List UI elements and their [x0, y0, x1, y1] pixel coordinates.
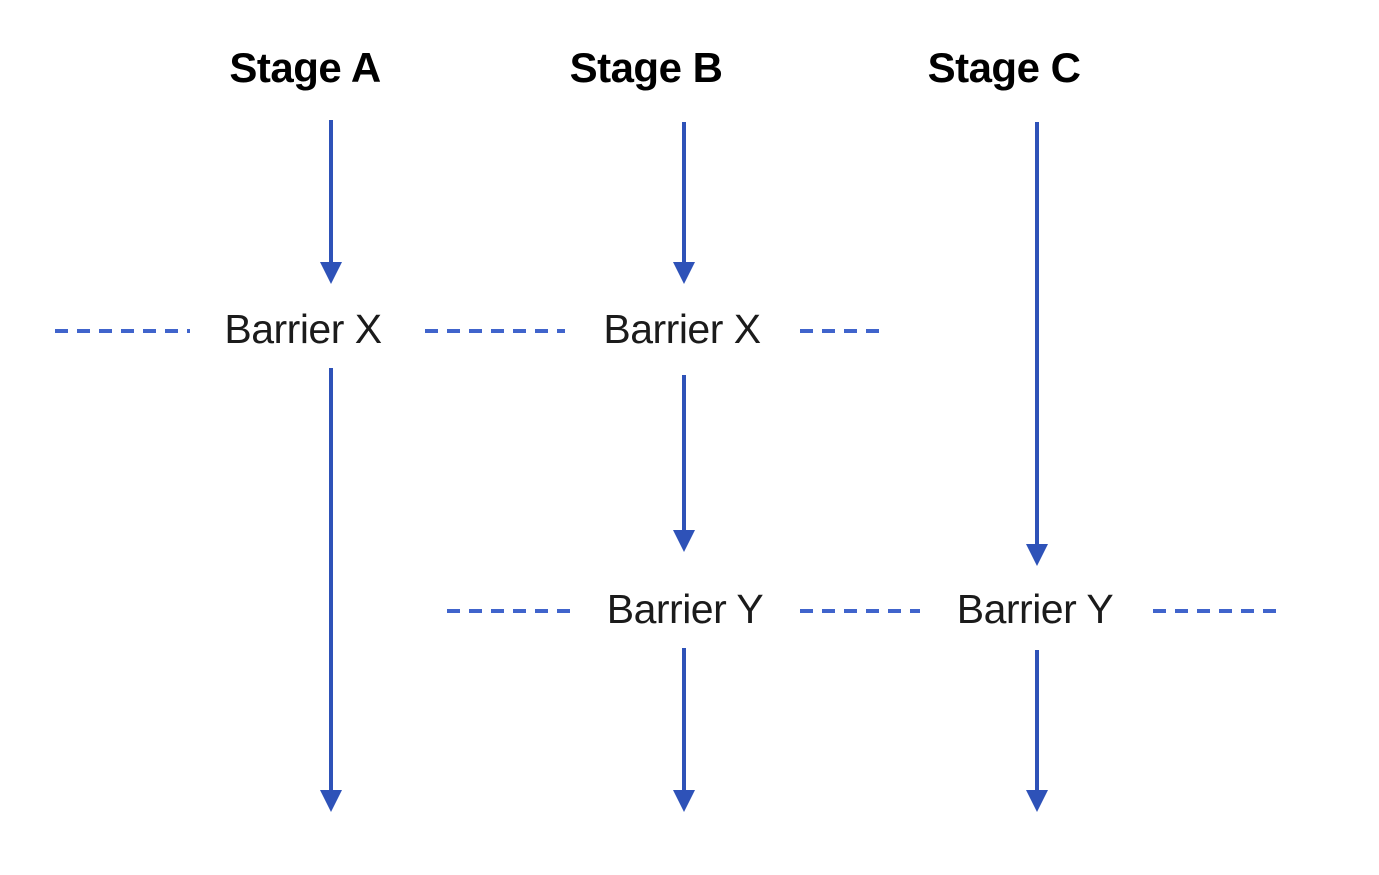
stage-b-arrow-upper: [673, 122, 695, 284]
arrow-down-icon: [320, 790, 342, 812]
stage-a-arrow-upper: [320, 120, 342, 284]
stage-c-arrow-lower: [1026, 650, 1048, 812]
arrow-down-icon: [1026, 544, 1048, 566]
stage-c-label: Stage C: [927, 44, 1081, 91]
arrow-down-icon: [320, 262, 342, 284]
stage-a-label: Stage A: [229, 44, 381, 91]
stage-b-arrow-lower: [673, 648, 695, 812]
barrier-x-label-stage-b: Barrier X: [603, 306, 761, 352]
stage-a-arrow-lower: [320, 368, 342, 812]
arrow-down-icon: [1026, 790, 1048, 812]
barrier-y-label-stage-c: Barrier Y: [956, 586, 1114, 632]
arrow-down-icon: [673, 262, 695, 284]
barrier-x-label-stage-a: Barrier X: [224, 306, 382, 352]
barrier-y-label-stage-b: Barrier Y: [606, 586, 764, 632]
arrow-down-icon: [673, 790, 695, 812]
stage-b-arrow-middle: [673, 375, 695, 552]
arrow-down-icon: [673, 530, 695, 552]
stage-b-label: Stage B: [569, 44, 723, 91]
stage-c-arrow-upper: [1026, 122, 1048, 566]
